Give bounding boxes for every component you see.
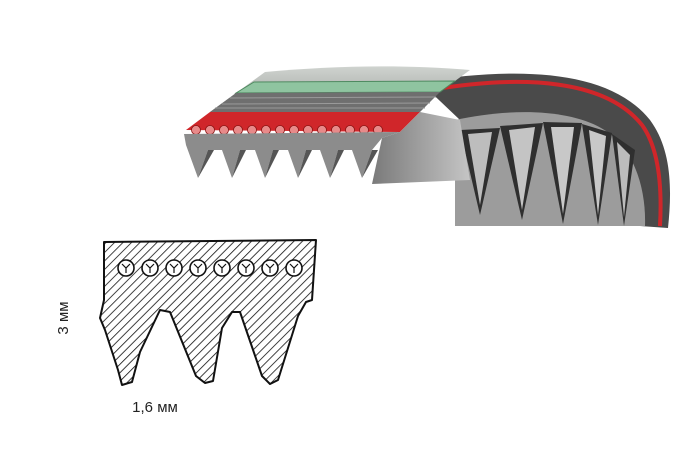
belt-curved-ribs — [460, 122, 635, 226]
belt-green-cover — [234, 80, 457, 94]
profile-cord-strand — [265, 263, 275, 273]
belt-side-face — [372, 112, 470, 184]
profile-cord-strand — [169, 263, 179, 273]
profile-cord-strand — [217, 263, 227, 273]
profile-cord-strand — [289, 263, 299, 273]
belt-cords — [191, 125, 383, 135]
belt-curved-body — [420, 73, 671, 229]
belt-outer-red-line — [429, 79, 663, 227]
belt-fabric-texture — [215, 96, 437, 109]
belt-3d-illustration — [184, 66, 671, 229]
belt-fabric-layer — [210, 92, 440, 112]
profile-cord-strand — [241, 263, 251, 273]
height-dimension-label: 3 мм — [55, 301, 72, 334]
profile-cords — [117, 259, 303, 277]
profile-cord-strand — [193, 263, 203, 273]
belt-front-rib-shading — [198, 150, 378, 178]
profile-cord-strand — [145, 263, 155, 273]
profile-cord-strand — [121, 263, 131, 273]
belt-front-section — [184, 132, 400, 178]
profile-hatched-body — [99, 239, 317, 386]
pitch-dimension-label: 1,6 мм — [132, 399, 178, 416]
belt-profile-section — [99, 239, 317, 386]
